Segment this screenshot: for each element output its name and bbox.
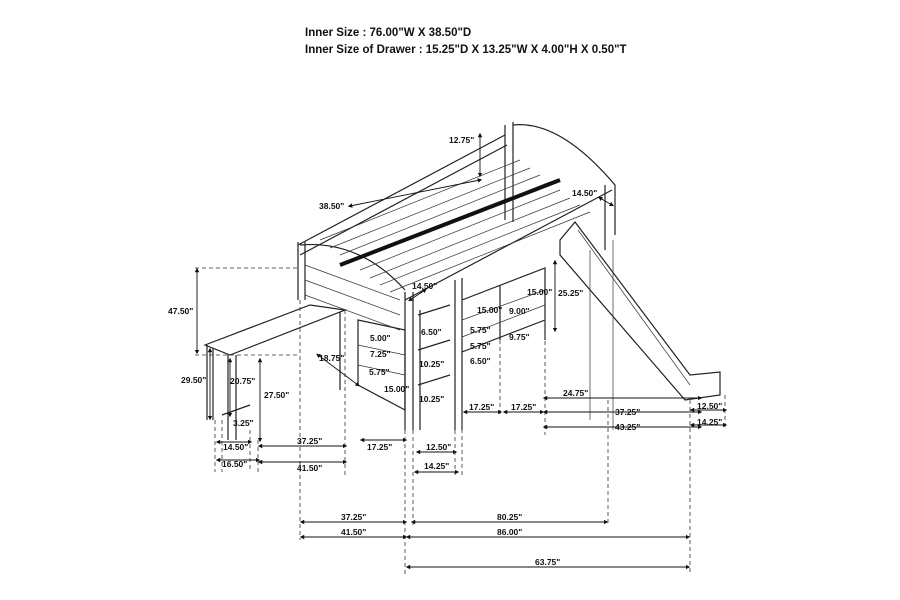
dim-label: 41.50" — [297, 463, 322, 473]
dim-label: 12.75" — [449, 135, 474, 145]
dim-label: 17.25" — [511, 402, 536, 412]
dim-label: 17.25" — [469, 402, 494, 412]
dim-label: 7.25" — [370, 349, 391, 359]
dim-label: 14.50" — [572, 188, 597, 198]
dim-label: 86.00" — [497, 527, 522, 537]
extension-lines — [195, 267, 726, 575]
dim-label: 3.25" — [233, 418, 254, 428]
dimension-labels: 12.75" 38.50" 14.50" 14.50" 47.50" 25.25… — [168, 135, 722, 567]
dim-label: 6.50" — [470, 356, 491, 366]
dim-label: 25.25" — [558, 288, 583, 298]
inner-size-label: Inner Size : 76.00"W X 38.50"D — [305, 27, 472, 39]
dim-label: 24.75" — [563, 388, 588, 398]
dim-label: 18.75" — [319, 353, 344, 363]
dim-label: 37.25" — [297, 436, 322, 446]
dim-label: 41.50" — [341, 527, 366, 537]
dim-label: 5.00" — [370, 333, 391, 343]
dim-label: 6.50" — [421, 327, 442, 337]
dim-label: 37.25" — [615, 407, 640, 417]
dim-label: 14.50" — [223, 442, 248, 452]
dim-label: 5.75" — [369, 367, 390, 377]
dim-label: 20.75" — [230, 376, 255, 386]
dimension-arrows — [194, 132, 728, 570]
drawer-size-label: Inner Size of Drawer : 15.25"D X 13.25"W… — [305, 44, 627, 56]
dim-label: 63.75" — [535, 557, 560, 567]
dim-label: 15.00" — [527, 287, 552, 297]
dim-label: 10.25" — [419, 359, 444, 369]
dim-label: 14.50" — [412, 281, 437, 291]
dim-label: 5.75" — [470, 325, 491, 335]
dim-label: 29.50" — [181, 375, 206, 385]
dim-label: 80.25" — [497, 512, 522, 522]
dim-label: 14.25" — [697, 417, 722, 427]
dim-label: 47.50" — [168, 306, 193, 316]
dim-label: 9.75" — [509, 332, 530, 342]
dim-label: 12.50" — [697, 401, 722, 411]
dim-label: 38.50" — [319, 201, 344, 211]
dim-label: 9.00" — [509, 306, 530, 316]
dim-label: 37.25" — [341, 512, 366, 522]
dim-label: 15.00" — [384, 384, 409, 394]
dim-label: 15.00" — [477, 305, 502, 315]
dim-label: 17.25" — [367, 442, 392, 452]
dim-label: 10.25" — [419, 394, 444, 404]
dim-label: 43.25" — [615, 422, 640, 432]
dim-label: 27.50" — [264, 390, 289, 400]
dim-label: 14.25" — [424, 461, 449, 471]
dim-label: 5.75" — [470, 341, 491, 351]
dim-label: 12.50" — [426, 442, 451, 452]
dim-label: 16.50" — [222, 459, 247, 469]
